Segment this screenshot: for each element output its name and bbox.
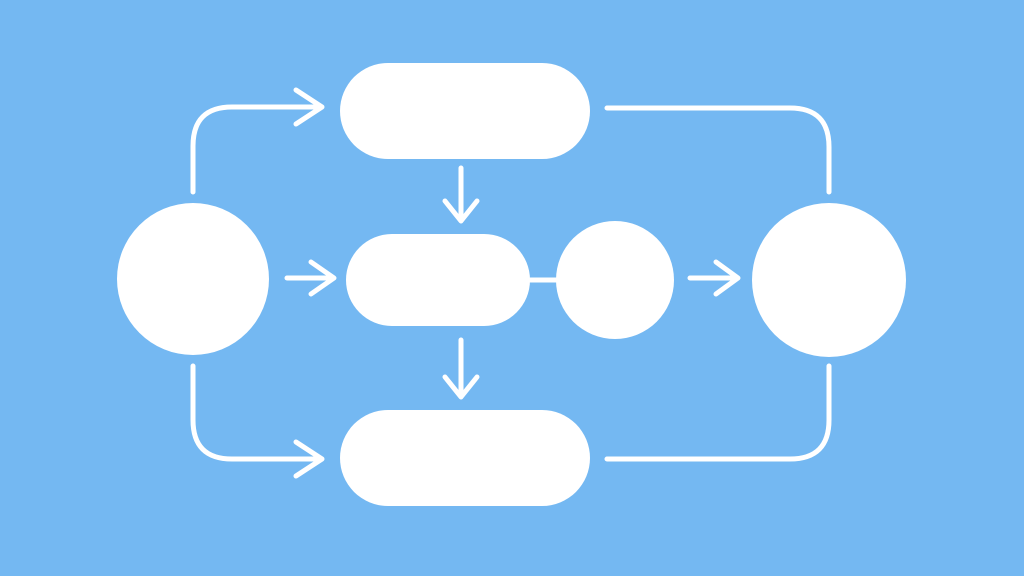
edge-top-pill-to-end-circle (604, 105, 832, 195)
arrowhead-start-to-top-pill (293, 87, 325, 127)
middle-circle-node (556, 221, 674, 339)
arrowhead-middle-pill-to-bottom-pill (442, 374, 480, 400)
bottom-pill-node (340, 410, 590, 506)
top-pill-node (340, 63, 590, 159)
arrowhead-top-pill-to-middle-pill (442, 198, 480, 224)
edge-bottom-pill-to-end-circle (604, 363, 832, 462)
arrowhead-middle-circle-to-end-circle (713, 259, 741, 297)
edge-start-to-top-pill (190, 104, 318, 195)
arrowhead-start-to-bottom-pill (293, 439, 325, 479)
start-circle-node (117, 203, 269, 355)
arrowhead-start-to-middle-pill (308, 259, 337, 297)
edge-start-to-bottom-pill (190, 363, 318, 462)
end-circle-node (752, 203, 906, 357)
middle-pill-node (346, 234, 530, 326)
